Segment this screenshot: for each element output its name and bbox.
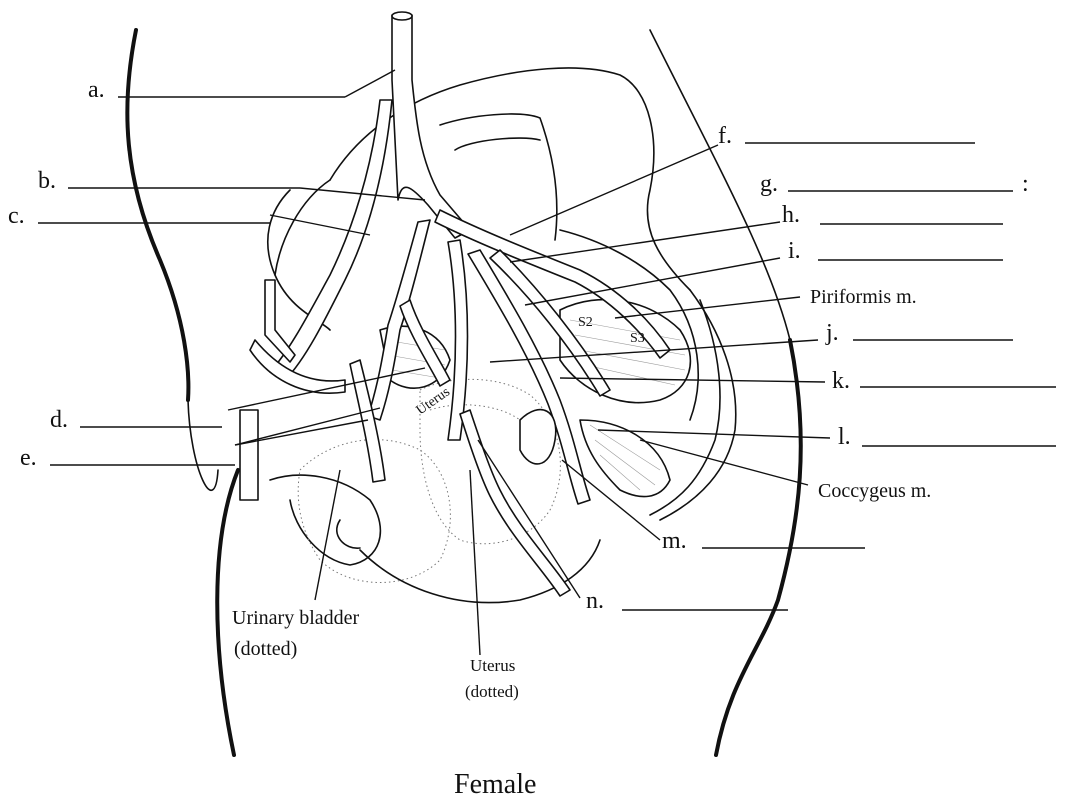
label-f: f. [510, 123, 975, 235]
svg-text:k.: k. [832, 368, 850, 394]
label-e: e. [20, 408, 380, 471]
svg-text:a.: a. [88, 77, 105, 103]
vessels [240, 12, 670, 596]
svg-text:(dotted): (dotted) [465, 682, 519, 701]
label-s3: S3 [630, 331, 645, 346]
svg-text:Urinary bladder: Urinary bladder [232, 607, 360, 629]
svg-text:b.: b. [38, 168, 56, 194]
svg-text:j.: j. [825, 320, 839, 346]
label-uterus-inner: Uterus [414, 385, 453, 419]
label-coccygeus: Coccygeus m. [640, 440, 931, 502]
svg-text:Piriformis m.: Piriformis m. [810, 286, 917, 308]
label-s2: S2 [578, 315, 593, 330]
diagram-title: Female [454, 769, 536, 800]
svg-text:Coccygeus m.: Coccygeus m. [818, 480, 931, 502]
svg-text:m.: m. [662, 528, 687, 554]
label-g: g. : [760, 171, 1029, 197]
svg-text:Uterus: Uterus [470, 656, 515, 675]
pelvic-bones [268, 68, 736, 603]
label-h: h. [510, 202, 1003, 262]
svg-text:n.: n. [586, 588, 604, 614]
label-m: m. [562, 460, 865, 554]
svg-text:(dotted): (dotted) [234, 638, 297, 660]
svg-text:f.: f. [718, 123, 732, 149]
label-uterus: Uterus (dotted) [465, 470, 519, 701]
svg-text:e.: e. [20, 445, 37, 471]
svg-text:i.: i. [788, 238, 801, 264]
svg-text:g.: g. [760, 171, 778, 197]
label-k: k. [560, 368, 1056, 394]
svg-text:h.: h. [782, 202, 800, 228]
svg-text:d.: d. [50, 407, 68, 433]
svg-text:c.: c. [8, 203, 25, 229]
label-c: c. [8, 203, 370, 235]
label-l: l. [598, 424, 1056, 450]
svg-text:l.: l. [838, 424, 851, 450]
label-piriformis: Piriformis m. [615, 286, 917, 318]
svg-text::: : [1022, 171, 1029, 197]
label-n: n. [478, 440, 788, 614]
inner-labels: S2 S3 Uterus [414, 315, 645, 418]
label-a: a. [88, 70, 395, 103]
